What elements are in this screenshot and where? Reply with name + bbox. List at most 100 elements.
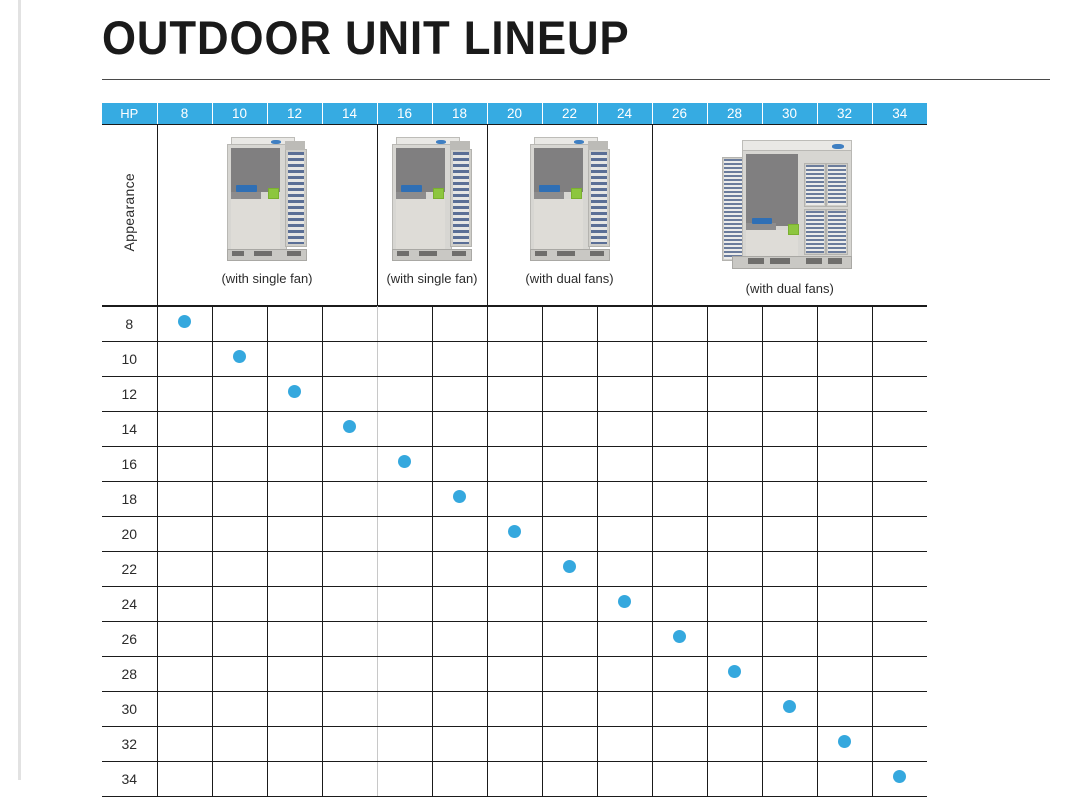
cell-14-18 xyxy=(432,411,488,447)
cell-18-34 xyxy=(872,481,927,517)
row-header-hp-24: 24 xyxy=(102,586,158,622)
cell-34-22 xyxy=(542,761,598,797)
cell-10-20 xyxy=(487,341,543,377)
cell-18-24 xyxy=(597,481,653,517)
appearance-row-label: Appearance xyxy=(121,173,138,252)
cell-20-32 xyxy=(817,516,873,552)
cell-16-10 xyxy=(212,446,268,482)
header-cell-34: 34 xyxy=(872,103,927,125)
cell-10-8 xyxy=(157,341,213,377)
cell-16-16 xyxy=(377,446,433,482)
cell-24-26 xyxy=(652,586,708,622)
cell-14-26 xyxy=(652,411,708,447)
cell-34-20 xyxy=(487,761,543,797)
cell-22-18 xyxy=(432,551,488,587)
cell-18-30 xyxy=(762,481,818,517)
cell-32-20 xyxy=(487,726,543,762)
cell-14-30 xyxy=(762,411,818,447)
cell-30-16 xyxy=(377,691,433,727)
cell-22-24 xyxy=(597,551,653,587)
dual-fan-unit-icon xyxy=(526,135,614,265)
cell-18-22 xyxy=(542,481,598,517)
cell-28-28 xyxy=(707,656,763,692)
cell-28-22 xyxy=(542,656,598,692)
cell-26-16 xyxy=(377,621,433,657)
title-block: OUTDOOR UNIT LINEUP xyxy=(102,8,1050,80)
cell-12-34 xyxy=(872,376,927,412)
cell-20-26 xyxy=(652,516,708,552)
header-cell-8: 8 xyxy=(157,103,213,125)
cell-28-18 xyxy=(432,656,488,692)
cell-26-32 xyxy=(817,621,873,657)
cell-14-34 xyxy=(872,411,927,447)
cell-16-22 xyxy=(542,446,598,482)
header-cell-20: 20 xyxy=(487,103,543,125)
header-cell-24: 24 xyxy=(597,103,653,125)
header-cell-hp: HP xyxy=(102,103,158,125)
cell-26-30 xyxy=(762,621,818,657)
cell-22-12 xyxy=(267,551,323,587)
cell-28-8 xyxy=(157,656,213,692)
header-cell-10: 10 xyxy=(212,103,268,125)
cell-14-10 xyxy=(212,411,268,447)
cell-26-20 xyxy=(487,621,543,657)
cell-12-18 xyxy=(432,376,488,412)
cell-26-14 xyxy=(322,621,378,657)
cell-26-18 xyxy=(432,621,488,657)
cell-14-20 xyxy=(487,411,543,447)
availability-dot xyxy=(233,350,246,363)
cell-24-30 xyxy=(762,586,818,622)
cell-26-24 xyxy=(597,621,653,657)
cell-26-26 xyxy=(652,621,708,657)
availability-dot xyxy=(838,735,851,748)
cell-24-22 xyxy=(542,586,598,622)
appearance-group-2-caption: (with single fan) xyxy=(386,271,478,286)
cell-8-34 xyxy=(872,306,927,342)
cell-18-28 xyxy=(707,481,763,517)
cell-20-22 xyxy=(542,516,598,552)
cell-34-12 xyxy=(267,761,323,797)
availability-dot xyxy=(288,385,301,398)
cell-16-12 xyxy=(267,446,323,482)
cell-14-28 xyxy=(707,411,763,447)
cell-30-8 xyxy=(157,691,213,727)
title-divider xyxy=(102,79,1050,80)
table-row: 14 xyxy=(102,411,927,447)
cell-34-8 xyxy=(157,761,213,797)
cell-8-24 xyxy=(597,306,653,342)
cell-8-8 xyxy=(157,306,213,342)
availability-dot xyxy=(453,490,466,503)
table-row: 20 xyxy=(102,516,927,552)
cell-34-18 xyxy=(432,761,488,797)
cell-24-16 xyxy=(377,586,433,622)
cell-22-16 xyxy=(377,551,433,587)
cell-28-32 xyxy=(817,656,873,692)
cell-8-32 xyxy=(817,306,873,342)
cell-32-28 xyxy=(707,726,763,762)
availability-dot xyxy=(563,560,576,573)
cell-12-30 xyxy=(762,376,818,412)
table-row: 22 xyxy=(102,551,927,587)
cell-18-18 xyxy=(432,481,488,517)
cell-30-30 xyxy=(762,691,818,727)
appearance-group-4-caption: (with dual fans) xyxy=(745,281,834,296)
cell-14-24 xyxy=(597,411,653,447)
cell-10-10 xyxy=(212,341,268,377)
availability-dot xyxy=(783,700,796,713)
cell-32-8 xyxy=(157,726,213,762)
cell-32-18 xyxy=(432,726,488,762)
row-header-hp-26: 26 xyxy=(102,621,158,657)
cell-20-14 xyxy=(322,516,378,552)
left-margin-rule xyxy=(18,0,21,780)
cell-10-30 xyxy=(762,341,818,377)
cell-34-14 xyxy=(322,761,378,797)
cell-10-24 xyxy=(597,341,653,377)
cell-28-30 xyxy=(762,656,818,692)
table-header-row: HP 8 10 12 14 16 18 20 22 24 26 28 30 32… xyxy=(102,103,927,125)
cell-32-34 xyxy=(872,726,927,762)
cell-20-8 xyxy=(157,516,213,552)
cell-10-16 xyxy=(377,341,433,377)
cell-18-16 xyxy=(377,481,433,517)
cell-16-24 xyxy=(597,446,653,482)
cell-24-8 xyxy=(157,586,213,622)
